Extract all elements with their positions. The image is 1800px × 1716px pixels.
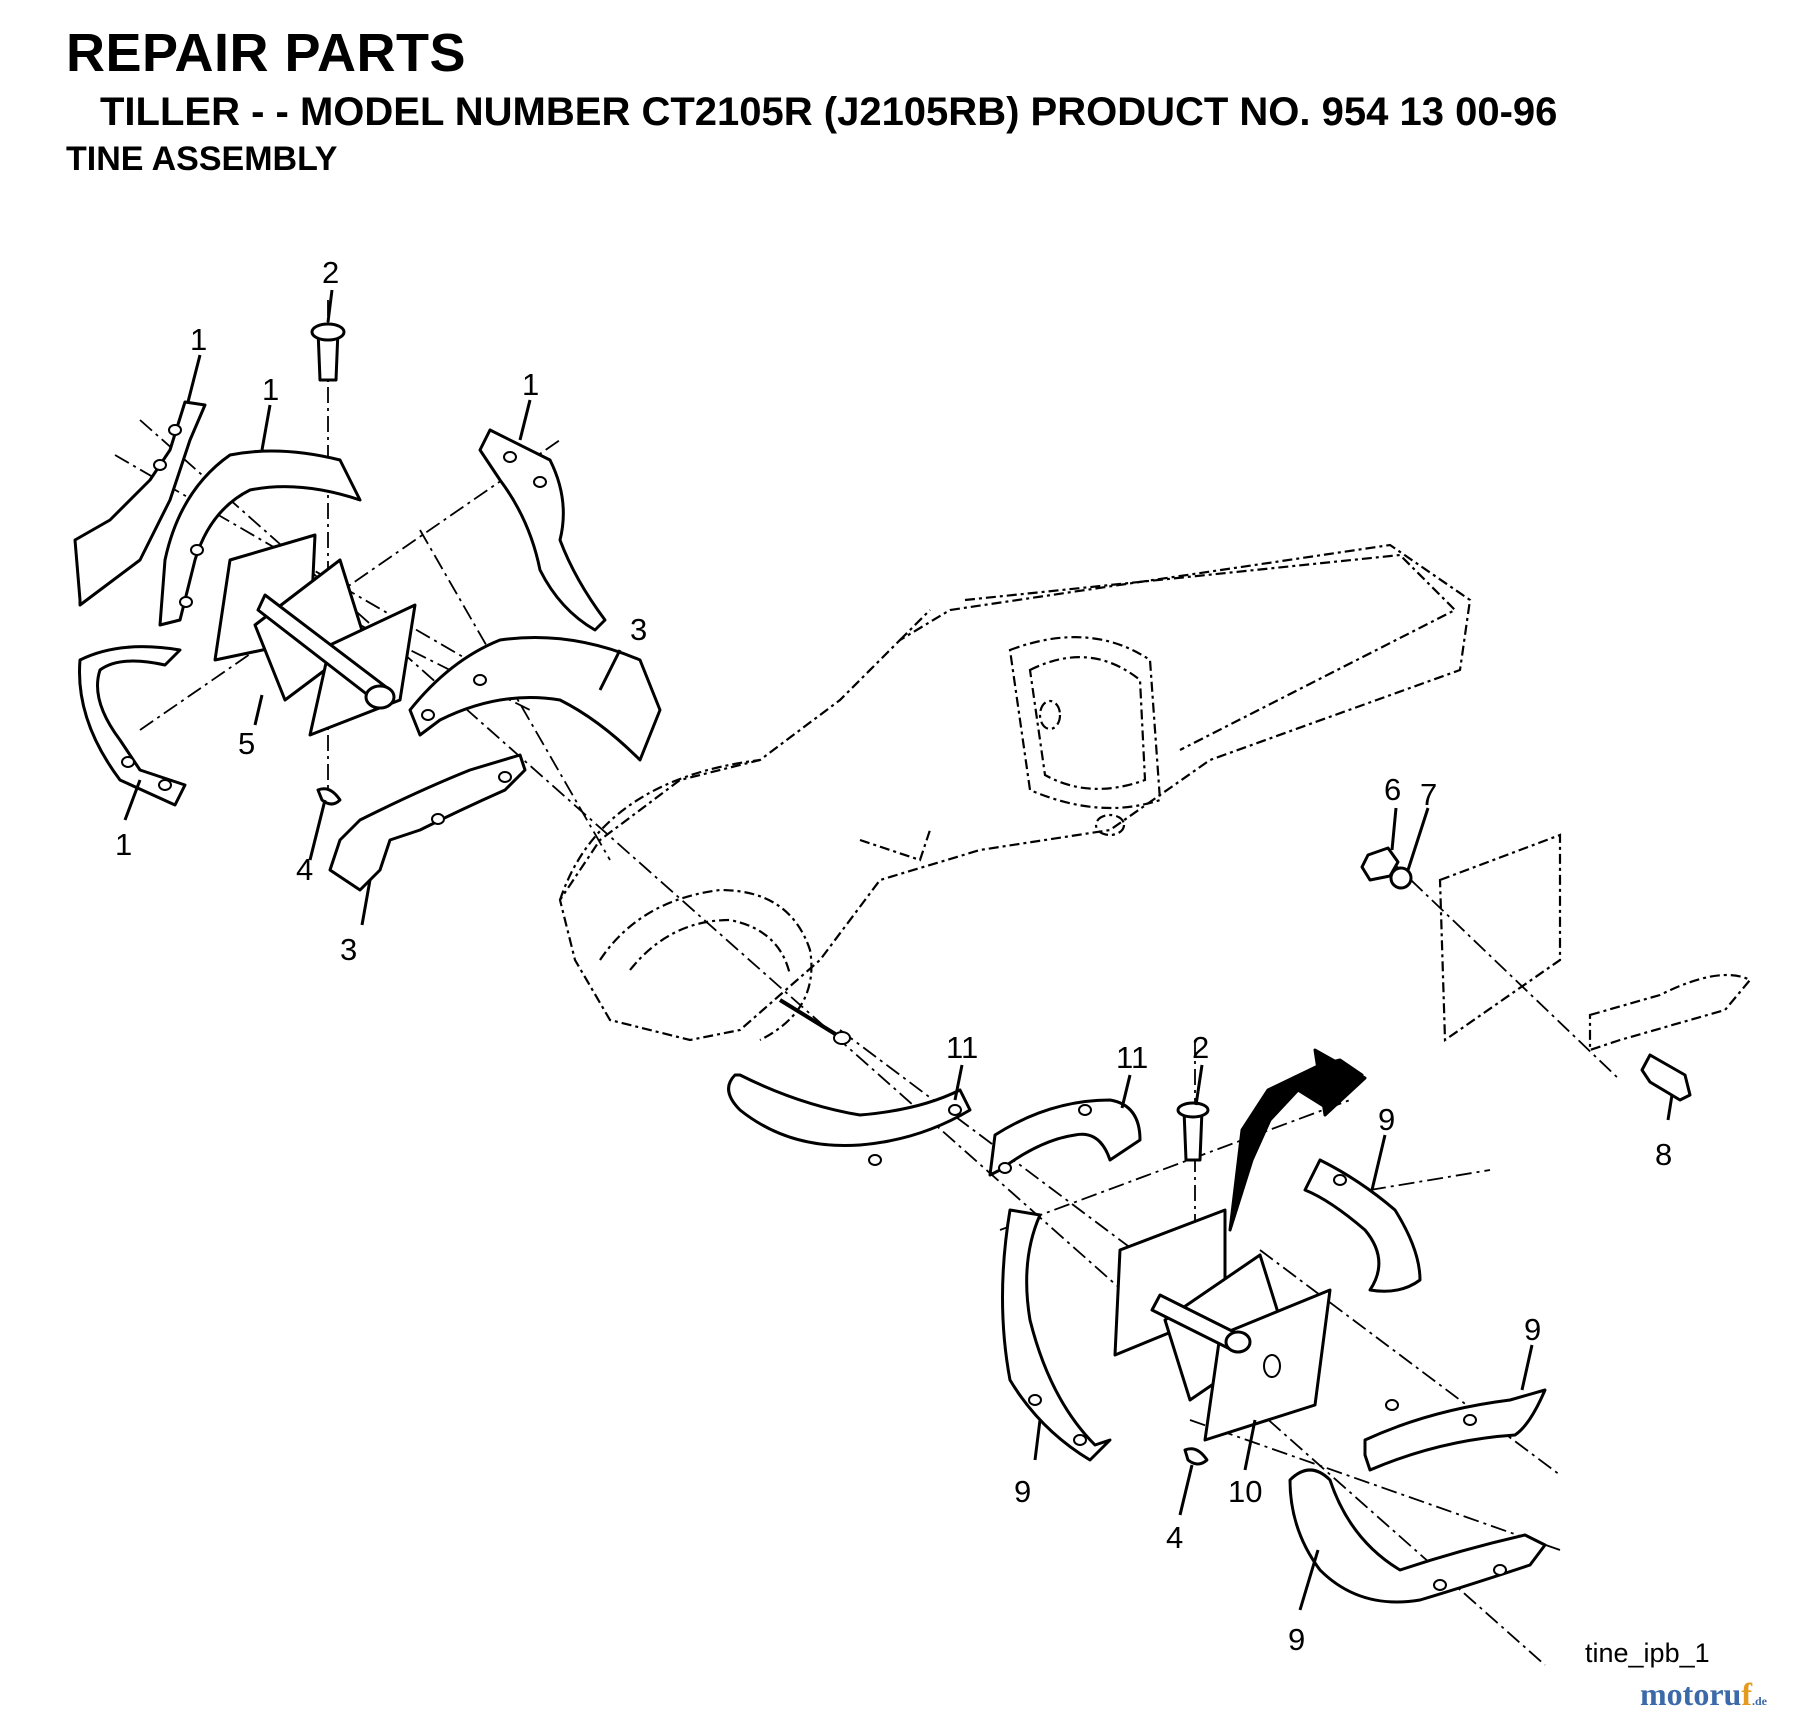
right-tine-group — [727, 1048, 1547, 1604]
callout-4: 4 — [1166, 1520, 1183, 1555]
callout-10: 10 — [1228, 1474, 1262, 1509]
callout-labels: 1 1 1 2 3 3 1 4 5 6 7 8 11 11 2 9 9 9 9 … — [115, 255, 1672, 1657]
callout-4: 4 — [296, 852, 313, 887]
left-tine-3-lower — [328, 753, 527, 892]
watermark-main: motoru — [1640, 1676, 1742, 1712]
callout-9: 9 — [1288, 1622, 1305, 1657]
section-title: TINE ASSEMBLY — [66, 140, 338, 178]
left-tine-3-upper — [408, 636, 662, 762]
callout-1: 1 — [262, 372, 279, 407]
right-tine-9-lower — [1288, 1468, 1547, 1604]
callout-2: 2 — [322, 255, 339, 290]
callout-2: 2 — [1192, 1030, 1209, 1065]
left-hairpin-clip — [316, 787, 342, 806]
hex-bolt — [1640, 1053, 1692, 1102]
left-tine-lower — [78, 645, 187, 807]
callout-7: 7 — [1420, 777, 1437, 812]
callout-11: 11 — [1116, 1040, 1148, 1075]
page-title: REPAIR PARTS — [66, 23, 467, 83]
right-tine-9-mid — [1363, 1388, 1547, 1472]
callout-1: 1 — [190, 322, 207, 357]
outer-hub-plate — [1438, 833, 1562, 1043]
callout-9: 9 — [1524, 1312, 1541, 1347]
watermark-suffix: .de — [1751, 1694, 1767, 1708]
lock-washer — [1389, 866, 1413, 890]
callout-1: 1 — [115, 827, 132, 862]
right-tine-11-right — [988, 1098, 1142, 1177]
left-shaft-end — [364, 684, 396, 710]
watermark-accent: f — [1741, 1676, 1752, 1712]
left-tine-group — [73, 322, 662, 892]
callout-6: 6 — [1384, 772, 1401, 807]
model-subtitle: TILLER - - MODEL NUMBER CT2105R (J2105RB… — [100, 90, 1558, 134]
callout-3: 3 — [340, 932, 357, 967]
callout-9: 9 — [1378, 1102, 1395, 1137]
tiller-frame-ghost — [558, 543, 1472, 1045]
callout-11: 11 — [946, 1030, 978, 1065]
callout-5: 5 — [238, 726, 255, 761]
callout-1: 1 — [522, 367, 539, 402]
outer-tine-ghost — [1588, 973, 1752, 1052]
right-tine-9-upper — [1303, 1158, 1422, 1293]
callout-3: 3 — [630, 612, 647, 647]
callout-leaders — [123, 289, 1674, 1611]
right-hairpin-clip — [1183, 1447, 1209, 1466]
right-tine-11-left — [727, 1073, 972, 1148]
callout-8: 8 — [1655, 1137, 1672, 1172]
left-tine-upper-right — [478, 428, 607, 632]
watermark-logo: motoruf.de — [1640, 1676, 1767, 1713]
figure-reference: tine_ipb_1 — [1585, 1638, 1710, 1668]
right-tine-9-left — [1001, 1208, 1112, 1462]
outer-plate-group — [1360, 833, 1752, 1102]
left-tine-upper — [158, 449, 362, 627]
left-tine-upper-far — [73, 400, 207, 607]
callout-9: 9 — [1014, 1474, 1031, 1509]
